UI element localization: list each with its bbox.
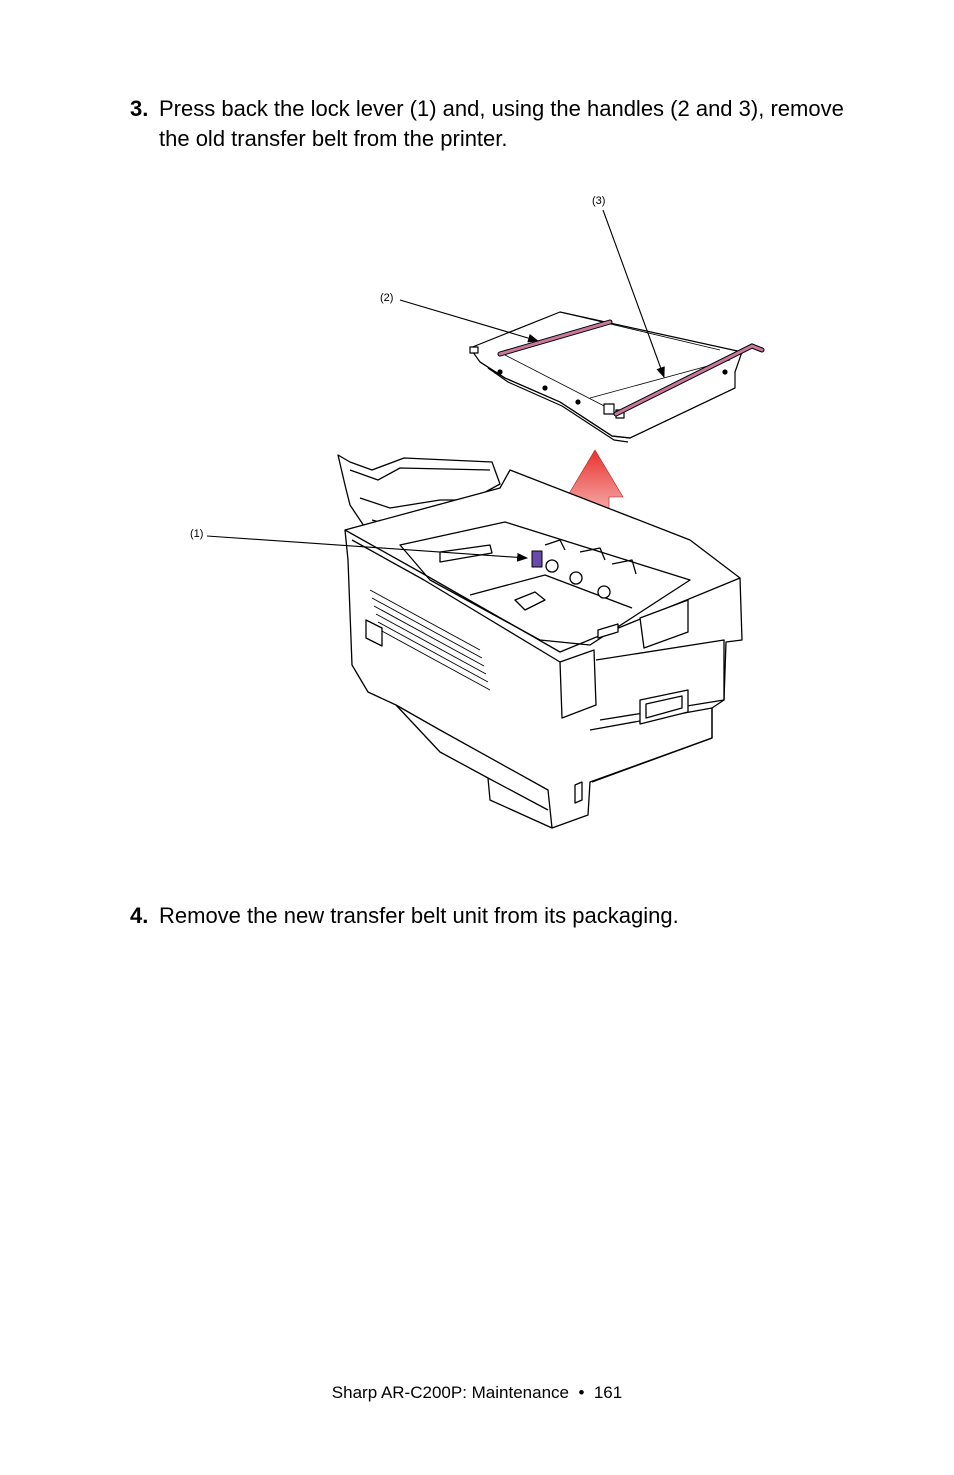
transfer-belt-unit: [469, 311, 743, 443]
callout-1: (1): [190, 528, 203, 540]
step-number: 4.: [130, 903, 149, 928]
page-footer: Sharp AR-C200P: Maintenance • 161: [331, 1383, 623, 1402]
step-text: Press back the lock lever (1) and, using…: [159, 96, 844, 151]
transfer-belt-handles: [497, 319, 765, 417]
callout-leaders: [206, 209, 665, 562]
printer-body: [337, 454, 743, 829]
step-number: 3.: [130, 96, 149, 121]
callout-2: (2): [380, 292, 393, 304]
lift-arrow-icon: [566, 449, 624, 554]
step-text: Remove the new transfer belt unit from i…: [159, 903, 679, 928]
callout-3: (3): [592, 195, 605, 207]
